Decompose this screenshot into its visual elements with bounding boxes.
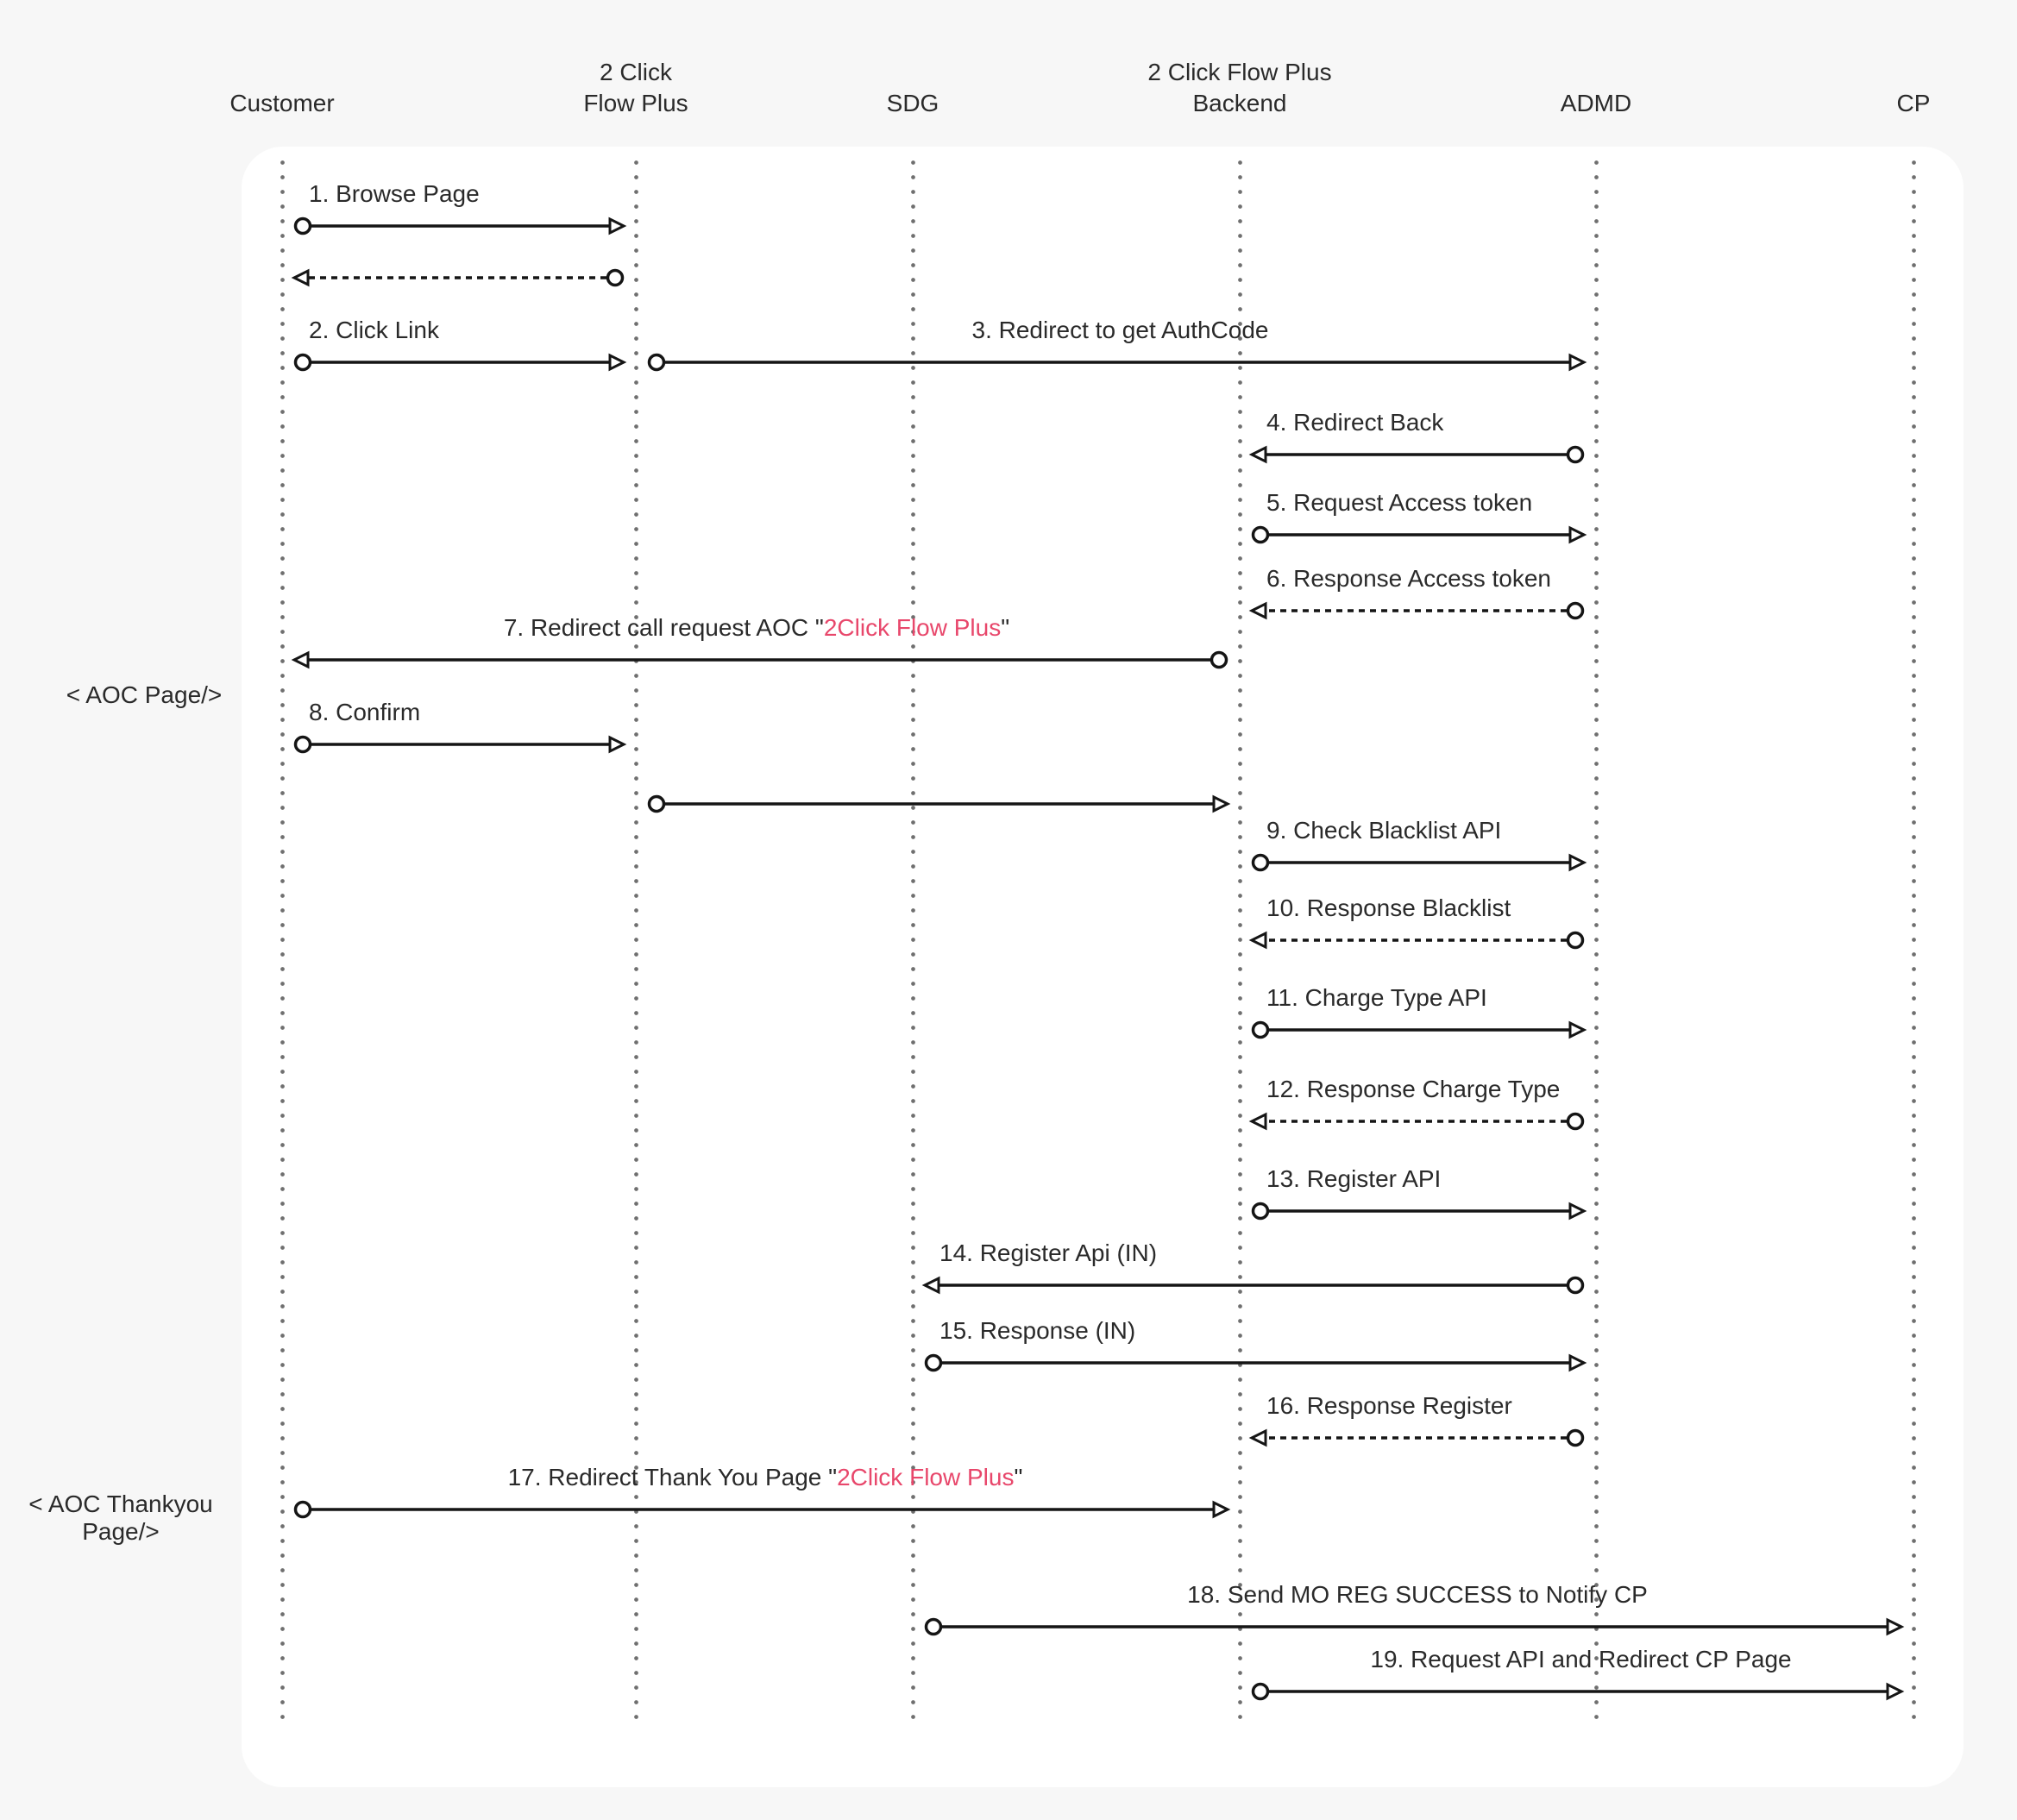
actor-label-line: Flow Plus bbox=[583, 90, 688, 116]
message-label-text: 5. Request Access token bbox=[1266, 489, 1533, 516]
message-arrow-17 bbox=[293, 1500, 1231, 1519]
actor-label-line: SDG bbox=[886, 90, 939, 116]
message-label-8: 8. Confirm bbox=[309, 698, 420, 727]
message-arrow-14 bbox=[921, 1276, 1585, 1295]
message-label-text: 2. Click Link bbox=[309, 317, 439, 343]
message-arrow-8b bbox=[647, 794, 1231, 813]
message-label-accent-text: 2Click Flow Plus bbox=[837, 1464, 1015, 1491]
actor-label-line: Backend bbox=[1192, 90, 1287, 116]
message-label-text: 16. Response Register bbox=[1266, 1392, 1512, 1419]
actor-label-line: Customer bbox=[229, 90, 335, 116]
message-label-text: 15. Response (IN) bbox=[939, 1317, 1136, 1344]
message-label-2: 2. Click Link bbox=[309, 316, 439, 345]
actor-label-admd: ADMD bbox=[1561, 50, 1631, 119]
message-arrow-1 bbox=[293, 217, 627, 235]
message-label-text: 13. Register API bbox=[1266, 1165, 1442, 1192]
message-arrow-8 bbox=[293, 735, 627, 754]
actor-label-line: 2 Click bbox=[599, 59, 672, 85]
message-arrow-15 bbox=[924, 1353, 1587, 1372]
message-label-1: 1. Browse Page bbox=[309, 179, 480, 209]
actor-label-line: ADMD bbox=[1560, 90, 1632, 116]
message-label-text: 7. Redirect call request AOC " bbox=[503, 614, 824, 641]
actor-label-customer: Customer bbox=[229, 50, 334, 119]
message-label-text: 17. Redirect Thank You Page " bbox=[507, 1464, 838, 1491]
actor-label-line: CP bbox=[1896, 90, 1931, 116]
message-arrow-11 bbox=[1251, 1020, 1587, 1039]
message-arrow-4 bbox=[1248, 445, 1585, 464]
message-label-18: 18. Send MO REG SUCCESS to Notify CP bbox=[1187, 1580, 1648, 1610]
message-label-12: 12. Response Charge Type bbox=[1266, 1075, 1560, 1104]
message-label-13: 13. Register API bbox=[1266, 1164, 1441, 1194]
message-arrow-1r bbox=[291, 268, 625, 287]
lifeline-backend bbox=[1237, 160, 1242, 1725]
message-arrow-18 bbox=[924, 1617, 1905, 1636]
side-label-line: Page/> bbox=[82, 1518, 160, 1545]
message-arrow-9 bbox=[1251, 853, 1587, 872]
message-label-text: 1. Browse Page bbox=[309, 180, 480, 207]
message-arrow-6 bbox=[1248, 601, 1585, 620]
message-label-16: 16. Response Register bbox=[1266, 1391, 1512, 1421]
message-label-text: 8. Confirm bbox=[309, 699, 421, 725]
actor-label-line: 2 Click Flow Plus bbox=[1147, 59, 1332, 85]
message-label-text: " bbox=[1001, 614, 1010, 641]
side-label-line: < AOC Page/> bbox=[66, 681, 223, 708]
message-label-text: 11. Charge Type API bbox=[1266, 984, 1487, 1011]
lifeline-customer bbox=[280, 160, 285, 1725]
message-label-text: 14. Register Api (IN) bbox=[939, 1239, 1158, 1266]
lifeline-admd bbox=[1593, 160, 1599, 1725]
message-label-text: 6. Response Access token bbox=[1266, 565, 1551, 592]
message-label-3: 3. Redirect to get AuthCode bbox=[972, 316, 1269, 345]
message-arrow-7 bbox=[291, 650, 1228, 669]
message-arrow-5 bbox=[1251, 525, 1587, 544]
message-label-text: 12. Response Charge Type bbox=[1266, 1076, 1561, 1102]
message-label-9: 9. Check Blacklist API bbox=[1266, 816, 1501, 845]
message-label-text: 18. Send MO REG SUCCESS to Notify CP bbox=[1187, 1581, 1648, 1608]
message-label-7: 7. Redirect call request AOC "2Click Flo… bbox=[504, 613, 1009, 643]
message-label-11: 11. Charge Type API bbox=[1266, 983, 1487, 1013]
message-arrow-3 bbox=[647, 353, 1587, 372]
message-label-text: 19. Request API and Redirect CP Page bbox=[1370, 1646, 1792, 1673]
message-label-15: 15. Response (IN) bbox=[939, 1316, 1135, 1346]
message-label-17: 17. Redirect Thank You Page "2Click Flow… bbox=[508, 1463, 1023, 1492]
actor-label-sdg: SDG bbox=[887, 50, 939, 119]
lifeline-cp bbox=[1911, 160, 1916, 1725]
lifeline-flow-plus bbox=[633, 160, 638, 1725]
side-label-line: < AOC Thankyou bbox=[28, 1491, 213, 1517]
diagram-panel bbox=[242, 147, 1964, 1787]
message-label-text: " bbox=[1014, 1464, 1023, 1491]
side-label-aoc-page: < AOC Page/> bbox=[66, 681, 223, 709]
actor-label-cp: CP bbox=[1897, 50, 1931, 119]
message-label-accent-text: 2Click Flow Plus bbox=[823, 614, 1002, 641]
lifeline-sdg bbox=[910, 160, 915, 1725]
message-arrow-2 bbox=[293, 353, 627, 372]
message-label-text: 4. Redirect Back bbox=[1266, 409, 1444, 436]
message-label-text: 9. Check Blacklist API bbox=[1266, 817, 1502, 844]
message-label-6: 6. Response Access token bbox=[1266, 564, 1551, 593]
message-arrow-13 bbox=[1251, 1202, 1587, 1221]
message-label-10: 10. Response Blacklist bbox=[1266, 894, 1511, 923]
message-label-14: 14. Register Api (IN) bbox=[939, 1239, 1157, 1268]
message-arrow-19 bbox=[1251, 1682, 1905, 1701]
message-label-4: 4. Redirect Back bbox=[1266, 408, 1443, 437]
message-label-text: 10. Response Blacklist bbox=[1266, 894, 1511, 921]
message-label-19: 19. Request API and Redirect CP Page bbox=[1370, 1645, 1791, 1674]
message-arrow-10 bbox=[1248, 931, 1585, 950]
message-arrow-12 bbox=[1248, 1112, 1585, 1131]
message-label-5: 5. Request Access token bbox=[1266, 488, 1532, 518]
message-arrow-16 bbox=[1248, 1428, 1585, 1447]
message-label-text: 3. Redirect to get AuthCode bbox=[971, 317, 1269, 343]
